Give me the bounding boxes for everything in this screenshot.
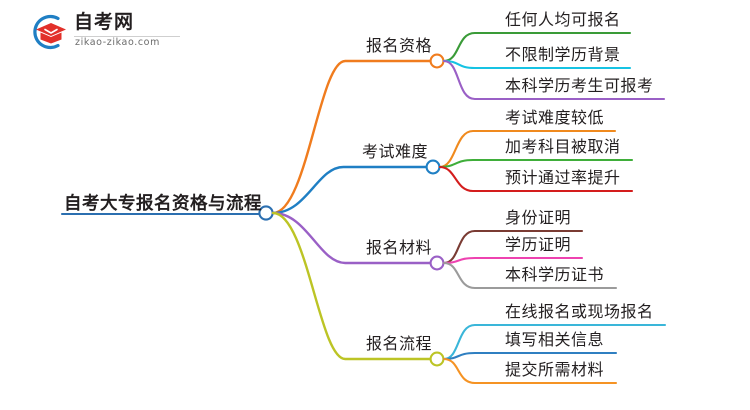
- leaf-label-3-1: 身份证明: [505, 210, 572, 227]
- branch-node-3[interactable]: [429, 255, 445, 271]
- logo-brand-text: 自考网: [74, 12, 135, 33]
- leaf-label-1-3: 本科学历考生可报考: [505, 78, 654, 95]
- leaf-label-1-2: 不限制学历背景: [505, 47, 621, 64]
- leaf-label-4-3: 提交所需材料: [505, 362, 605, 379]
- branch-node-2[interactable]: [425, 159, 441, 175]
- logo-divider: [74, 36, 180, 37]
- leaf-label-1-1: 任何人均可报名: [505, 12, 621, 29]
- site-logo: 自考网 zikao-zikao.com: [28, 10, 188, 54]
- root-label: 自考大专报名资格与流程: [64, 193, 262, 213]
- branch-label-4: 报名流程: [365, 336, 432, 353]
- leaf-label-4-2: 填写相关信息: [505, 332, 605, 349]
- leaf-label-2-3: 预计通过率提升: [505, 170, 621, 187]
- branch-label-1: 报名资格: [365, 38, 432, 55]
- leaf-label-2-1: 考试难度较低: [505, 110, 605, 127]
- leaf-label-3-2: 学历证明: [505, 237, 572, 254]
- branch-label-3: 报名材料: [365, 240, 432, 257]
- branch-node-1[interactable]: [429, 53, 445, 69]
- leaf-label-3-3: 本科学历证书: [505, 267, 605, 284]
- logo-domain-text: zikao-zikao.com: [75, 37, 160, 48]
- leaf-label-4-1: 在线报名或现场报名: [505, 304, 654, 321]
- graduation-cap-logo-icon: [33, 14, 66, 50]
- branch-node-4[interactable]: [429, 351, 445, 367]
- branch-label-2: 考试难度: [361, 144, 428, 161]
- leaf-label-2-2: 加考科目被取消: [505, 139, 621, 156]
